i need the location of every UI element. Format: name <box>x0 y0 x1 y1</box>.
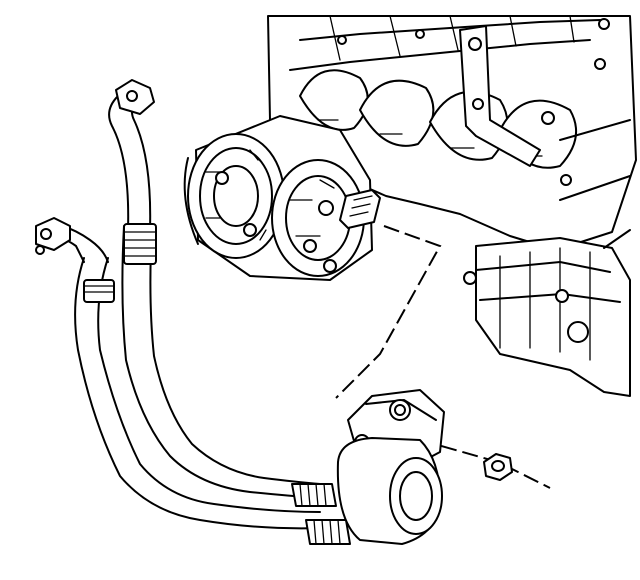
hose-manifold-block <box>336 389 445 545</box>
starter-motor <box>463 229 631 397</box>
stud-bolt <box>339 189 381 229</box>
ac-compressor <box>183 115 373 281</box>
callout-line-compressor <box>335 225 442 399</box>
engine-block <box>267 15 637 251</box>
hose-end-fitting-upper <box>35 79 155 255</box>
nut <box>483 453 513 481</box>
